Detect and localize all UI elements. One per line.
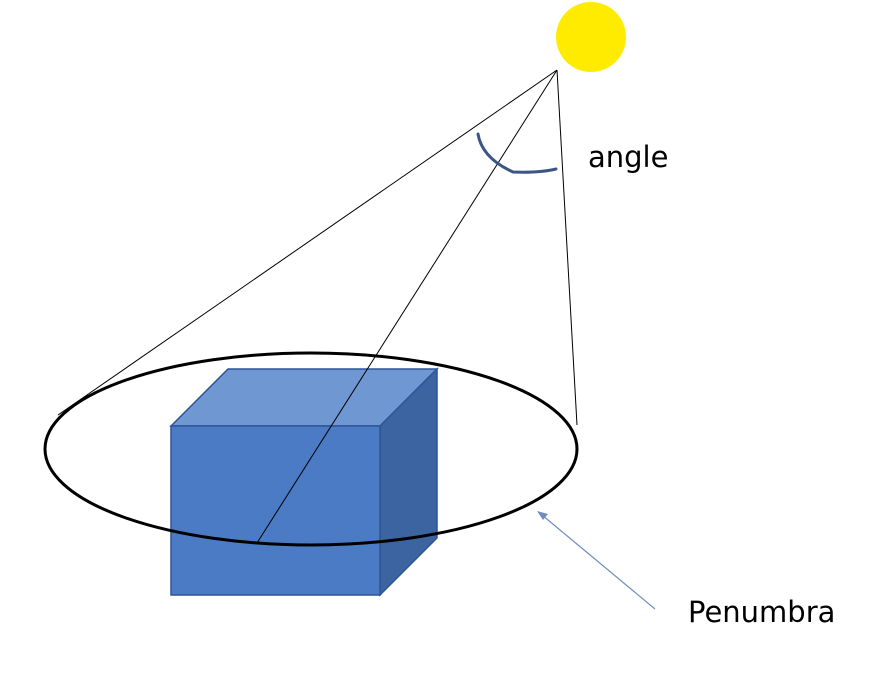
- middle-ray: [256, 69, 558, 544]
- sun-icon: [556, 2, 626, 72]
- light-rays: [57, 69, 578, 544]
- penumbra-label: Penumbra: [688, 595, 836, 629]
- angle-arc-icon: [476, 132, 558, 174]
- cube-front-face: [170, 425, 381, 596]
- penumbra-ellipse: [43, 351, 579, 547]
- cube: [169, 367, 439, 597]
- left-ray: [57, 69, 558, 416]
- penumbra-arrow: [537, 511, 656, 610]
- angle-label: angle: [588, 140, 669, 174]
- right-ray: [556, 69, 578, 426]
